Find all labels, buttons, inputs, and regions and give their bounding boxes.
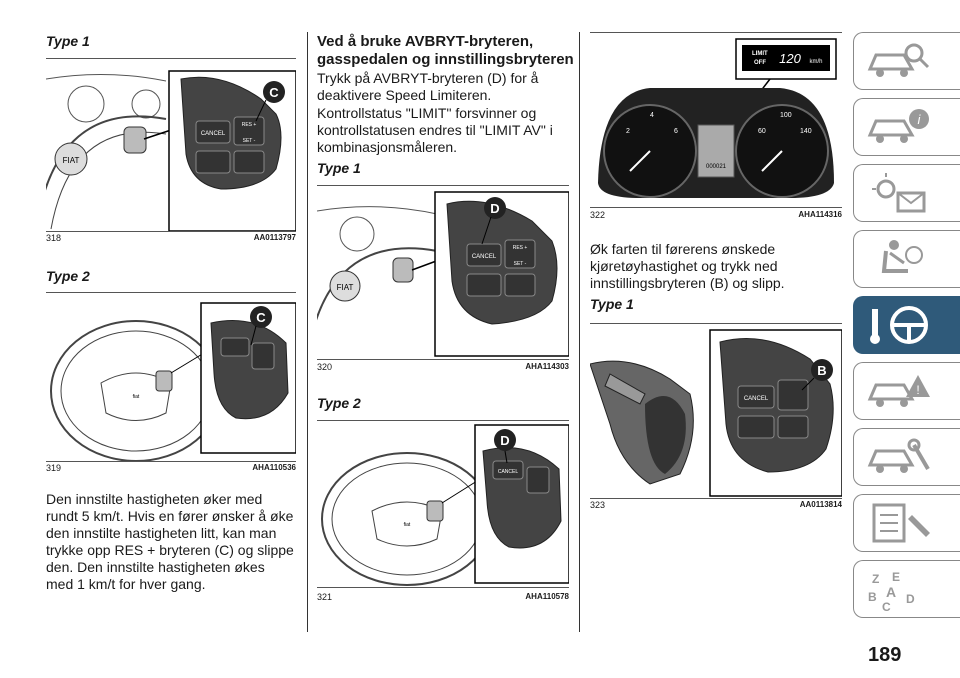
svg-text:RES +: RES + [513,245,528,251]
tab-steering-key[interactable] [853,296,960,354]
svg-text:C: C [256,310,266,325]
svg-text:2: 2 [626,128,630,135]
car-warning-icon: ! [867,375,930,407]
alphabet-index-icon: Z E B A D C [868,570,915,611]
figure-321: fiat CANCEL D [317,420,569,588]
type2-heading: Type 2 [46,268,90,284]
airbag-seat-icon [881,240,923,273]
svg-text:!: ! [916,383,919,397]
column-divider [579,32,580,632]
svg-text:B: B [817,363,826,378]
body-paragraph: Den innstilte hastigheten øker med rundt… [46,491,294,592]
svg-text:100: 100 [780,112,792,119]
svg-text:140: 140 [800,128,812,135]
svg-text:6: 6 [674,128,678,135]
svg-text:SET -: SET - [514,261,527,267]
figure-323-caption: 323 AA0113814 [590,500,842,510]
figure-number: 323 [590,500,606,510]
car-search-icon [867,43,930,77]
figure-code: AA0113814 [799,500,842,509]
figure-code: AHA114303 [525,362,569,371]
svg-text:B: B [868,590,877,604]
svg-text:CANCEL: CANCEL [201,131,226,137]
tab-alphabet-index[interactable]: Z E B A D C [853,560,960,618]
svg-text:4: 4 [650,112,654,119]
tab-car-service[interactable] [853,428,960,486]
light-warning-icon [872,173,926,213]
svg-text:D: D [500,433,509,448]
steering-wheel-illustration: FIAT CANCEL RES + SET - D [317,191,569,357]
steering-key-icon [870,306,928,344]
pedal-and-switch-illustration: CANCEL B [590,329,842,497]
svg-text:FIAT: FIAT [63,156,80,165]
svg-text:120: 120 [779,51,801,66]
svg-text:Z: Z [872,572,879,586]
figure-318: FIAT CANCEL RES + SET - C [46,58,296,232]
figure-code: AHA110578 [525,592,569,601]
svg-text:fiat: fiat [404,522,411,528]
page-number: 189 [868,644,902,666]
figure-number: 319 [46,463,62,473]
type1-heading: Type 1 [590,296,634,312]
tab-car-search[interactable] [853,32,960,90]
figure-318-caption: 318 AA0113797 [46,233,296,243]
tab-checklist[interactable] [853,494,960,552]
figure-321-caption: 321 AHA110578 [317,592,569,602]
column-divider [307,32,308,632]
svg-text:SET -: SET - [243,138,256,144]
svg-text:fiat: fiat [133,394,140,400]
figure-code: AHA114316 [798,210,842,219]
svg-text:000021: 000021 [706,164,727,170]
figure-320-caption: 320 AHA114303 [317,362,569,372]
figure-319: fiat C [46,292,296,462]
tab-car-info[interactable]: i [853,98,960,156]
svg-text:CANCEL: CANCEL [498,469,519,475]
svg-text:A: A [886,584,896,600]
svg-text:FIAT: FIAT [337,283,354,292]
figure-number: 322 [590,210,606,220]
figure-number: 320 [317,362,333,372]
tab-light-warning[interactable] [853,164,960,222]
instrument-cluster-illustration: LIMIT OFF 120 km/h 000021 2 4 6 60 100 1… [598,38,837,198]
checklist-icon [872,503,930,543]
figure-319-caption: 319 AHA110536 [46,463,296,473]
tab-airbag-seat[interactable] [853,230,960,288]
type2-heading: Type 2 [317,395,361,411]
figure-number: 318 [46,233,62,243]
svg-text:C: C [882,600,891,611]
svg-text:LIMIT: LIMIT [752,51,768,57]
svg-text:CANCEL: CANCEL [744,396,769,402]
figure-code: AHA110536 [252,463,296,472]
svg-text:E: E [892,570,900,584]
figure-322: LIMIT OFF 120 km/h 000021 2 4 6 60 100 1… [590,32,842,208]
steering-wheel-illustration: fiat CANCEL D [321,424,569,586]
svg-text:D: D [490,201,499,216]
figure-323: CANCEL B [590,323,842,499]
steering-wheel-illustration: FIAT CANCEL RES + SET - C [46,70,296,231]
section-heading: Ved å bruke AVBRYT-bryteren, gasspedalen… [317,33,574,68]
svg-text:i: i [918,112,922,127]
svg-text:RES +: RES + [242,122,257,128]
figure-322-caption: 322 AHA114316 [590,210,842,220]
svg-text:60: 60 [758,128,766,135]
svg-text:CANCEL: CANCEL [472,254,497,260]
svg-text:D: D [906,592,915,606]
figure-code: AA0113797 [253,233,296,242]
svg-text:km/h: km/h [809,59,822,65]
svg-text:C: C [269,85,279,100]
steering-wheel-illustration: fiat C [50,302,296,461]
car-info-icon: i [867,109,929,143]
type1-heading: Type 1 [317,160,361,176]
car-service-icon [867,438,930,473]
figure-320: FIAT CANCEL RES + SET - D [317,185,569,360]
svg-text:OFF: OFF [754,60,766,66]
tab-car-warning[interactable]: ! [853,362,960,420]
type1-heading: Type 1 [46,33,90,49]
figure-number: 321 [317,592,333,602]
